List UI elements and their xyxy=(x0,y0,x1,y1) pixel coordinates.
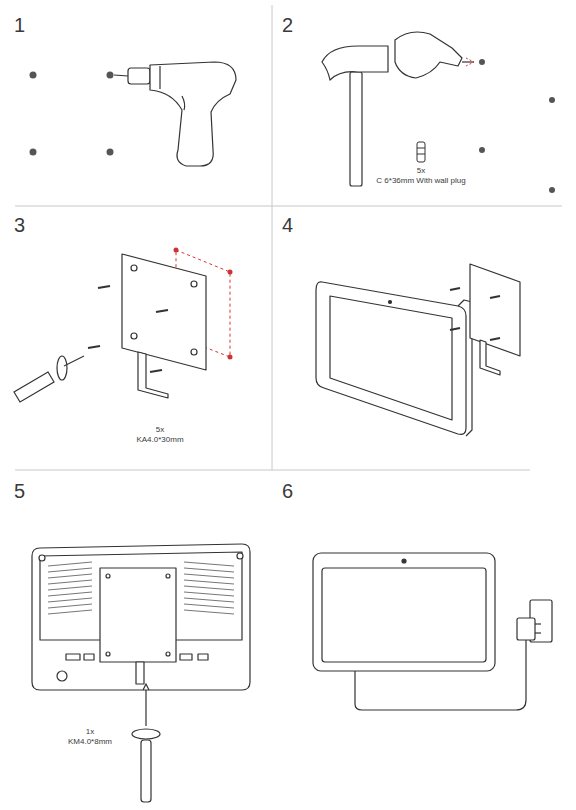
direction-mark xyxy=(466,58,474,66)
power-cable xyxy=(355,640,526,710)
tablet xyxy=(316,282,472,436)
wall-bracket xyxy=(122,254,206,398)
monitor-back xyxy=(32,544,250,690)
step-number: 5 xyxy=(14,480,25,502)
wall-outlet xyxy=(517,600,552,642)
part-spec: KM4.0*8mm xyxy=(68,738,112,747)
step-number: 4 xyxy=(282,214,293,236)
quantity-label: 5x xyxy=(417,167,425,176)
step-number: 3 xyxy=(14,214,25,236)
wall-bracket xyxy=(470,264,520,375)
screwdriver xyxy=(132,684,160,802)
hammer xyxy=(322,32,474,186)
drill xyxy=(114,62,236,166)
wall-holes xyxy=(479,59,555,193)
wall-plug xyxy=(417,142,425,162)
part-spec: C 6*36mm With wall plug xyxy=(376,177,465,186)
quantity-label: 5x xyxy=(156,426,164,435)
screws xyxy=(450,288,500,340)
vent-grilles xyxy=(48,562,234,614)
screwdriver xyxy=(14,356,84,402)
drill-holes xyxy=(30,72,114,156)
panel-dividers xyxy=(15,5,562,470)
step-number: 1 xyxy=(14,14,25,36)
quantity-label: 1x xyxy=(86,728,94,737)
screws xyxy=(88,286,168,372)
part-spec: KA4.0*30mm xyxy=(136,436,183,445)
step-number: 6 xyxy=(282,480,293,502)
step-number: 2 xyxy=(282,14,293,36)
monitor-front xyxy=(313,553,495,671)
